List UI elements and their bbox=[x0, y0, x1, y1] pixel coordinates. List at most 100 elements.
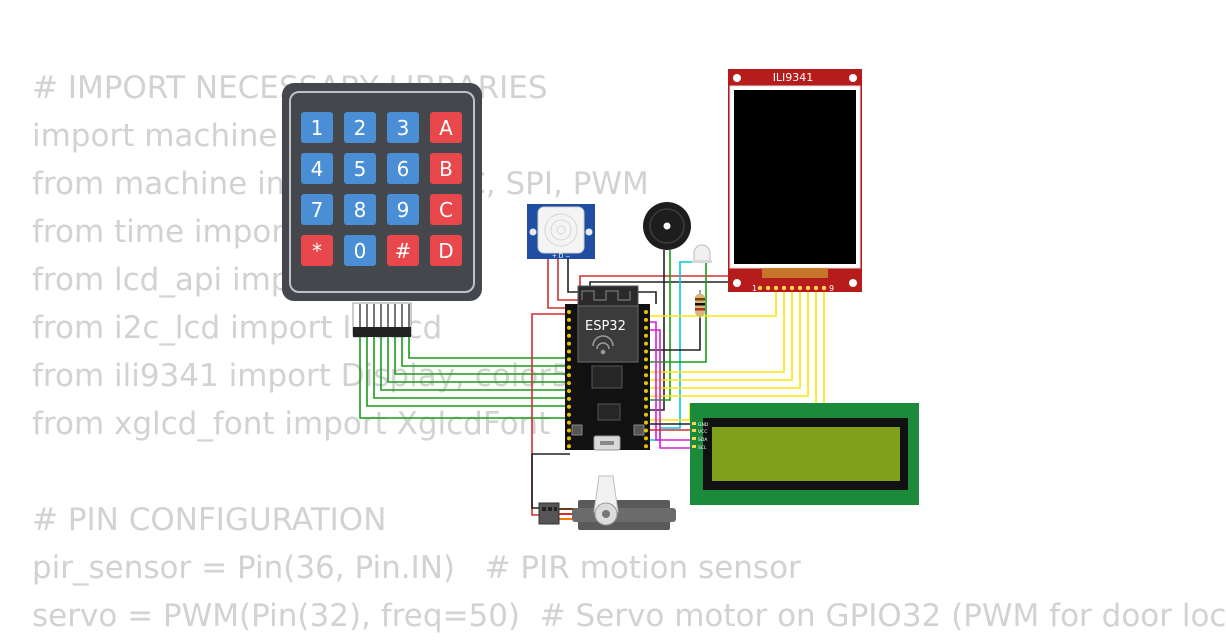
keypad-key-2[interactable]: 2 bbox=[344, 112, 376, 143]
keypad-key-face[interactable] bbox=[344, 153, 376, 184]
keypad-connector-pins bbox=[359, 304, 410, 327]
wire-tft-dc bbox=[650, 290, 793, 381]
tft-mount-hole bbox=[733, 279, 741, 287]
esp32-pin bbox=[567, 436, 571, 441]
keypad-key-face[interactable] bbox=[430, 235, 462, 266]
keypad-key-label: C bbox=[439, 198, 453, 222]
wire-keypad-row2 bbox=[401, 335, 570, 367]
keypad-key-face[interactable] bbox=[430, 194, 462, 225]
pir-mount-hole bbox=[529, 228, 537, 236]
keypad-key-face[interactable] bbox=[387, 194, 419, 225]
keypad-key-label: 7 bbox=[311, 198, 324, 222]
boot-button[interactable] bbox=[571, 424, 583, 436]
wire-ground-black bbox=[531, 453, 570, 509]
servo-motor bbox=[538, 475, 676, 530]
esp32-pin bbox=[644, 381, 648, 386]
esp32-pin bbox=[644, 412, 648, 417]
esp32-pin bbox=[567, 420, 571, 425]
wire-lcd-scl bbox=[650, 329, 694, 449]
keypad-key-face[interactable] bbox=[344, 235, 376, 266]
esp32-pin bbox=[644, 420, 648, 425]
reset-button[interactable] bbox=[633, 424, 645, 436]
esp32-antenna-trace bbox=[581, 290, 631, 301]
wire-tft-sck bbox=[650, 290, 809, 397]
keypad-key-face[interactable] bbox=[387, 112, 419, 143]
wire-tft-led bbox=[650, 290, 817, 421]
keypad-key-c[interactable]: C bbox=[430, 194, 462, 225]
esp32-label: ESP32 bbox=[585, 319, 626, 334]
esp32-pin bbox=[644, 310, 648, 314]
keypad-key-star[interactable]: * bbox=[301, 235, 333, 266]
esp32-pin bbox=[644, 365, 648, 370]
keypad-key-face[interactable] bbox=[301, 235, 333, 266]
keypad-key-label: # bbox=[395, 239, 412, 263]
esp32-pin bbox=[644, 444, 648, 449]
tft-screen bbox=[734, 90, 856, 264]
esp32-pin bbox=[644, 325, 648, 330]
wire-power-red bbox=[531, 313, 570, 516]
esp32-module bbox=[577, 305, 639, 363]
esp32-pin bbox=[567, 310, 571, 314]
keypad-key-7[interactable]: 7 bbox=[301, 194, 333, 225]
wire-keypad-row1 bbox=[408, 335, 570, 359]
lcd-16x2-display: GND VCC SDA SCL bbox=[690, 403, 919, 505]
keypad-key-1[interactable]: 1 bbox=[301, 112, 333, 143]
keypad-key-5[interactable]: 5 bbox=[344, 153, 376, 184]
keypad-key-face[interactable] bbox=[301, 194, 333, 225]
esp32-board: ESP32 bbox=[565, 285, 650, 451]
keypad-key-face[interactable] bbox=[301, 112, 333, 143]
led-base bbox=[692, 260, 712, 263]
keypad-key-face[interactable] bbox=[344, 194, 376, 225]
esp32-pin bbox=[567, 365, 571, 370]
esp32-pin bbox=[567, 317, 571, 322]
esp32-pin bbox=[644, 436, 648, 441]
pir-mount-hole bbox=[585, 228, 593, 236]
wire-tft-mosi bbox=[650, 290, 801, 389]
keypad-key-8[interactable]: 8 bbox=[344, 194, 376, 225]
code-line: # PIN CONFIGURATION bbox=[32, 502, 387, 538]
resistor bbox=[695, 290, 705, 318]
code-background: # IMPORT NECESSARY LIBRARIES import mach… bbox=[32, 64, 1226, 640]
lcd-pin-vcc: VCC bbox=[698, 429, 707, 435]
wire-keypad-row3 bbox=[394, 335, 570, 375]
wire-lcd-sda bbox=[650, 321, 694, 441]
esp32-pin bbox=[567, 357, 571, 362]
esp32-pin bbox=[567, 349, 571, 354]
keypad-key-label: 4 bbox=[311, 157, 324, 181]
keypad-key-b[interactable]: B bbox=[430, 153, 462, 184]
lcd-pin-scl: SCL bbox=[698, 445, 707, 451]
keypad-key-face[interactable] bbox=[430, 112, 462, 143]
buzzer-ring bbox=[649, 208, 685, 244]
esp32-pin bbox=[644, 357, 648, 362]
keypad-key-face[interactable] bbox=[344, 112, 376, 143]
keypad-key-9[interactable]: 9 bbox=[387, 194, 419, 225]
keypad-key-a[interactable]: A bbox=[430, 112, 462, 143]
esp32-pin bbox=[644, 317, 648, 322]
keypad-key-label: 2 bbox=[354, 116, 367, 140]
keypad-key-face[interactable] bbox=[301, 153, 333, 184]
tft-flex bbox=[762, 268, 828, 278]
keypad-key-face[interactable] bbox=[387, 153, 419, 184]
keypad-key-label: 3 bbox=[397, 116, 410, 140]
wire-keypad-col2 bbox=[373, 335, 570, 399]
keypad-key-0[interactable]: 0 bbox=[344, 235, 376, 266]
keypad-key-d[interactable]: D bbox=[430, 235, 462, 266]
keypad-key-label: 9 bbox=[397, 198, 410, 222]
lcd-pin-sda: SDA bbox=[698, 437, 708, 443]
esp32-pin bbox=[644, 349, 648, 354]
keypad-key-face[interactable] bbox=[387, 235, 419, 266]
wifi-icon bbox=[592, 335, 614, 355]
esp32-pin bbox=[567, 428, 571, 433]
keypad-key-face[interactable] bbox=[430, 153, 462, 184]
keypad-key-6[interactable]: 6 bbox=[387, 153, 419, 184]
keypad-key-label: 0 bbox=[354, 239, 367, 263]
tft-mount-hole bbox=[849, 74, 857, 82]
keypad-key-hash[interactable]: # bbox=[387, 235, 419, 266]
tft-ili9341-display: ILI9341 1 9 bbox=[728, 69, 862, 293]
servo-flange bbox=[572, 508, 676, 522]
keypad-key-3[interactable]: 3 bbox=[387, 112, 419, 143]
esp32-pin bbox=[644, 341, 648, 346]
esp32-pins-right bbox=[644, 310, 648, 449]
keypad-key-4[interactable]: 4 bbox=[301, 153, 333, 184]
